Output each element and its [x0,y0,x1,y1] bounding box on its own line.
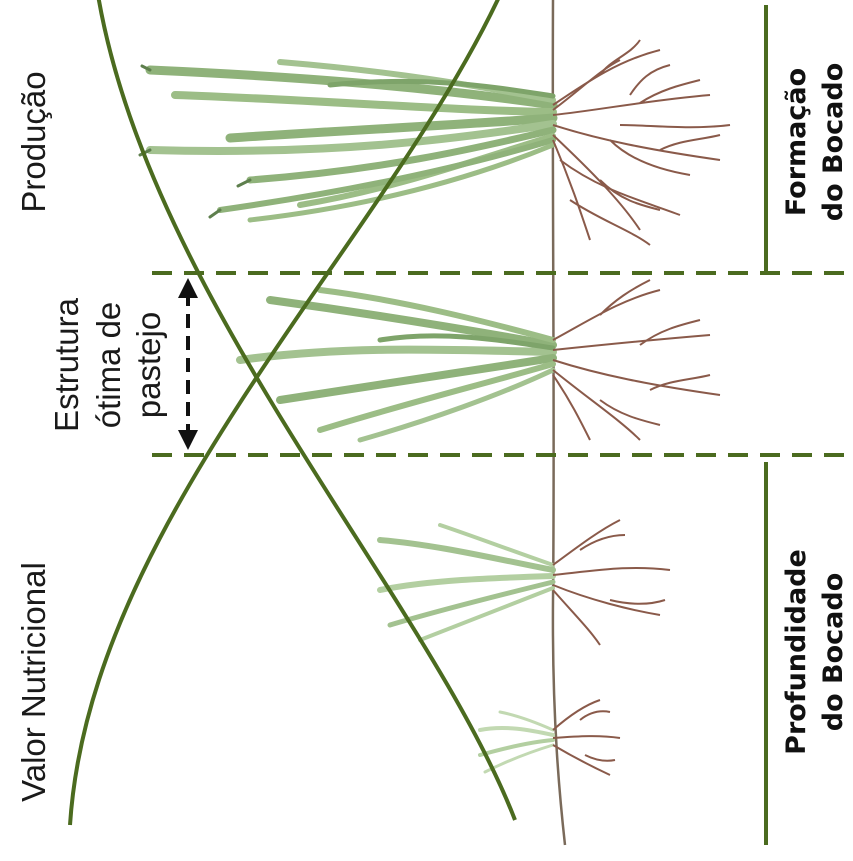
plant-large-roots [553,40,730,245]
plant-medium-leaves [380,525,553,640]
plant-medium-large [240,280,720,440]
plant-large-leaves [140,62,553,220]
production-label: Produção [15,71,52,212]
plant-small-roots [553,700,620,775]
bite-depth-line-2: do Bocado [818,573,849,732]
optimal-structure-line-1: Estrutura [48,297,85,432]
bite-formation-line-2: do Bocado [818,63,849,222]
plant-medium-large-leaves [240,290,553,440]
plant-medium-large-roots [553,280,720,440]
plant-medium [380,520,670,645]
bite-formation-line-1: Formação [781,68,812,216]
optimal-structure-line-2: ótima de [90,302,127,429]
plant-medium-roots [553,520,670,645]
plant-large [140,40,730,245]
optimal-structure-line-3: pastejo [130,312,167,418]
optimal-range-arrow [178,278,198,450]
bite-depth-line-1: Profundidade [781,549,812,755]
nutritional-value-label: Valor Nutricional [15,562,52,802]
plant-small [480,700,620,775]
